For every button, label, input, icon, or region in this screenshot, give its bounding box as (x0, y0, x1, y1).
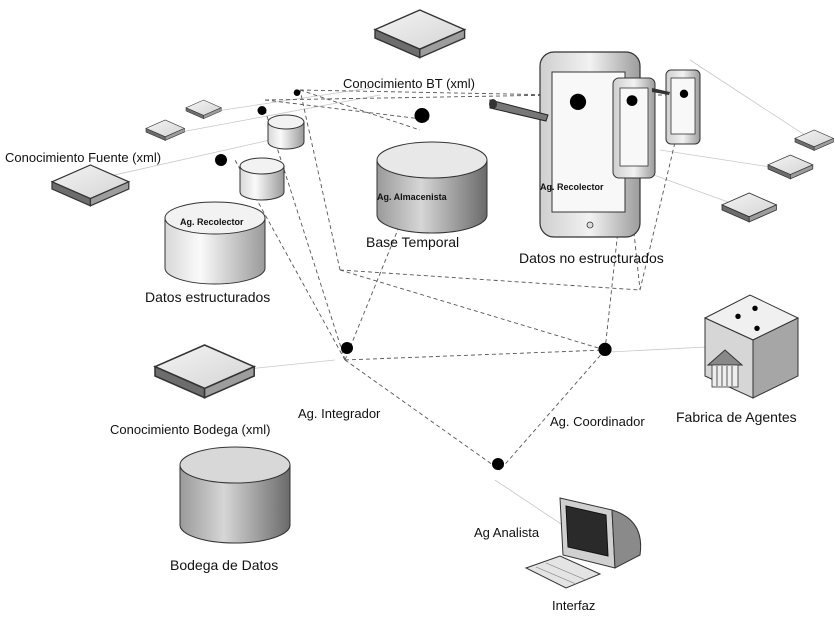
ag-almacenista-label: Ag. Almacenista (377, 192, 448, 202)
conocimiento-bodega-icon (154, 344, 255, 399)
knowledge-box-icon (767, 154, 814, 180)
fabrica-agentes-building-icon (703, 294, 800, 399)
bodega-datos-label: Bodega de Datos (170, 557, 278, 573)
interfaz-computer-icon (524, 497, 642, 589)
datos-no-estructurados-label: Datos no estructurados (519, 250, 664, 266)
conocimiento-fuente-label: Conocimiento Fuente (xml) (5, 150, 161, 165)
fuente-small-box-icon (145, 119, 185, 141)
ag-coordinador-label: Ag. Coordinador (550, 414, 645, 429)
datos-estructurados-database-icon (164, 114, 305, 285)
ag-analista-agent-icon (487, 458, 509, 508)
conocimiento-bt-label: Conocimiento BT (xml) (343, 76, 475, 91)
interfaz-label: Interfaz (552, 598, 595, 613)
conocimiento-bodega-label: Conocimiento Bodega (xml) (110, 422, 270, 437)
datos-estructurados-label: Datos estructurados (145, 289, 270, 305)
knowledge-box-icon (721, 192, 777, 223)
conocimiento-fuente-icon (51, 164, 130, 207)
fabrica-agentes-label: Fabrica de Agentes (676, 409, 797, 425)
small-agent-icon (290, 89, 304, 117)
base-temporal-database-icon (376, 141, 488, 234)
ag-analista-label: Ag Analista (474, 525, 540, 540)
datos-no-estructurados-tablet-icon (489, 51, 701, 238)
ag-recolector-right-label: Ag. Recolector (540, 182, 604, 192)
conocimiento-bt-icon (374, 9, 466, 59)
ag-coordinador-agent-icon (592, 342, 618, 398)
ag-recolector-left-label: Ag. Recolector (180, 217, 244, 227)
base-temporal-label: Base Temporal (366, 234, 459, 250)
knowledge-box-icon (794, 129, 834, 151)
fuente-small-box-icon (185, 99, 222, 119)
ag-recolector-left-agent-icon (210, 154, 232, 204)
bodega-datos-database-icon (179, 446, 291, 544)
ag-integrador-label: Ag. Integrador (298, 406, 381, 421)
ag-integrador-agent-icon (336, 342, 358, 392)
